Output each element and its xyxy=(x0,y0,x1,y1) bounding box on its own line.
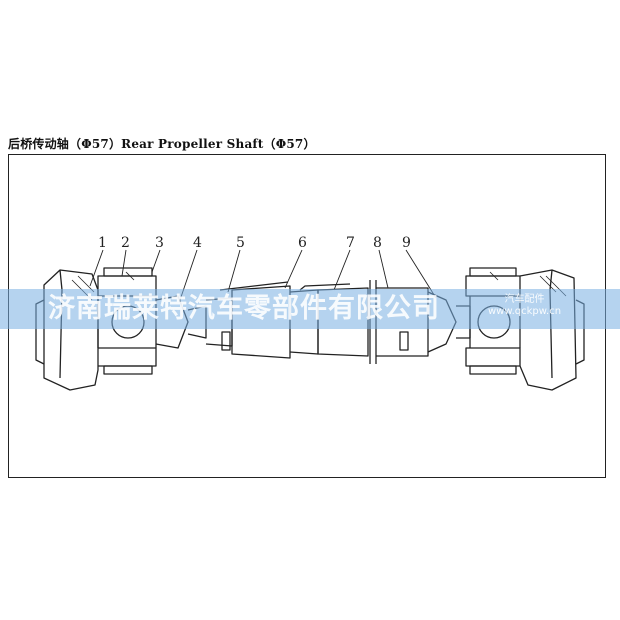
watermark-company-text: 济南瑞莱特汽车零部件有限公司 xyxy=(48,293,440,324)
callout-2: 2 xyxy=(121,235,130,251)
callout-6: 6 xyxy=(298,235,307,251)
callout-7: 7 xyxy=(346,235,355,251)
callout-4: 4 xyxy=(193,235,202,251)
callout-1: 1 xyxy=(98,235,107,251)
watermark-url-text: www.qckpw.cn xyxy=(488,306,562,317)
watermark-logo: 汽车配件 www.qckpw.cn xyxy=(488,294,561,318)
callout-5: 5 xyxy=(236,235,245,251)
watermark-logo-text: 汽车配件 xyxy=(504,294,545,305)
left-flange-yoke xyxy=(35,267,157,391)
watermark-band xyxy=(0,289,620,329)
callout-3: 3 xyxy=(155,235,164,251)
drawing-title: 后桥传动轴（Φ57）Rear Propeller Shaft（Φ57） xyxy=(8,137,316,151)
callout-8: 8 xyxy=(373,235,382,251)
callout-9: 9 xyxy=(402,235,411,251)
